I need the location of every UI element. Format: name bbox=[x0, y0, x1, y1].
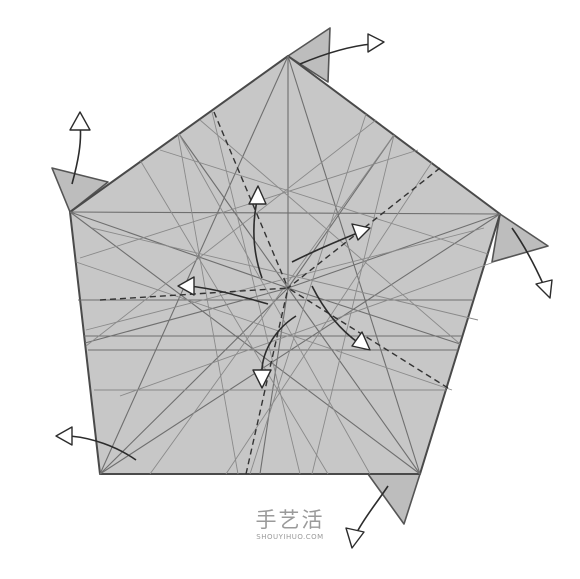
watermark-logo-text: 手艺活 bbox=[255, 508, 325, 532]
flap-top bbox=[287, 27, 331, 83]
outer-arrows bbox=[55, 33, 553, 549]
inner-arrows bbox=[177, 185, 371, 389]
watermark-url: SHOUYIHUO.COM bbox=[256, 533, 324, 541]
flap-right bbox=[491, 213, 549, 263]
crease-lines bbox=[69, 55, 501, 475]
flap-left bbox=[51, 167, 109, 213]
